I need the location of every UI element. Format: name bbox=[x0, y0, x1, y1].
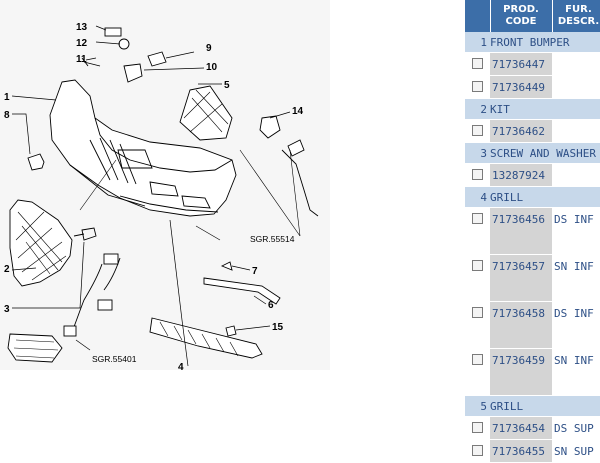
part-descr bbox=[552, 119, 600, 143]
callout-9: 9 bbox=[206, 43, 212, 54]
table-row[interactable]: 71736458 DS INF bbox=[465, 301, 600, 349]
group-row: 2 KIT bbox=[465, 98, 600, 120]
callout-15: 15 bbox=[272, 322, 284, 333]
part-code: 71736458 bbox=[490, 301, 552, 349]
select-checkbox[interactable] bbox=[472, 213, 483, 224]
table-row[interactable]: 71736455 SN SUP bbox=[465, 439, 600, 463]
callout-14: 14 bbox=[292, 106, 304, 117]
group-name: GRILL bbox=[490, 395, 600, 417]
group-number: 1 bbox=[465, 32, 490, 53]
select-checkbox[interactable] bbox=[472, 58, 483, 69]
parts-table: PROD.CODE FUR.DESCR. 1 FRONT BUMPER 7173… bbox=[465, 0, 600, 463]
callout-1: 1 bbox=[4, 92, 10, 103]
diagram-ref-2: SGR.55401 bbox=[92, 354, 137, 364]
header-prod-code[interactable]: PROD.CODE bbox=[490, 0, 553, 32]
select-checkbox[interactable] bbox=[472, 125, 483, 136]
group-name: FRONT BUMPER bbox=[490, 32, 600, 53]
header-number bbox=[465, 0, 491, 32]
group-number: 2 bbox=[465, 98, 490, 120]
table-row[interactable]: 71736449 bbox=[465, 75, 600, 99]
select-checkbox[interactable] bbox=[472, 422, 483, 433]
part-code: 71736455 bbox=[490, 439, 552, 463]
part-descr bbox=[552, 52, 600, 76]
select-checkbox[interactable] bbox=[472, 307, 483, 318]
part-descr bbox=[552, 75, 600, 99]
table-header-row: PROD.CODE FUR.DESCR. bbox=[465, 0, 600, 32]
callout-8: 8 bbox=[4, 110, 10, 121]
group-row: 3 SCREW AND WASHER bbox=[465, 142, 600, 164]
part-code: 13287924 bbox=[490, 163, 552, 187]
table-row[interactable]: 71736459 SN INF bbox=[465, 348, 600, 396]
select-checkbox[interactable] bbox=[472, 445, 483, 456]
part-descr: SN SUP bbox=[552, 439, 600, 463]
group-row: 1 FRONT BUMPER bbox=[465, 32, 600, 53]
diagram-ref-1: SGR.55514 bbox=[250, 234, 295, 244]
select-checkbox[interactable] bbox=[472, 169, 483, 180]
table-row[interactable]: 71736462 bbox=[465, 119, 600, 143]
part-code: 71736459 bbox=[490, 348, 552, 396]
part-code: 71736449 bbox=[490, 75, 552, 99]
group-name: KIT bbox=[490, 98, 600, 120]
table-row[interactable]: 71736456 DS INF bbox=[465, 207, 600, 255]
part-code: 71736447 bbox=[490, 52, 552, 76]
group-number: 3 bbox=[465, 142, 490, 164]
parts-diagram: 1 2 3 4 5 6 7 8 9 10 11 12 13 14 15 SGR.… bbox=[0, 0, 330, 370]
part-descr: DS SUP bbox=[552, 416, 600, 440]
group-row: 5 GRILL bbox=[465, 395, 600, 417]
callout-2: 2 bbox=[4, 264, 10, 275]
callout-11: 11 bbox=[76, 54, 87, 65]
callout-13: 13 bbox=[76, 22, 88, 33]
select-checkbox[interactable] bbox=[472, 354, 483, 365]
part-descr: SN INF bbox=[552, 254, 600, 302]
callout-5: 5 bbox=[224, 80, 230, 91]
group-row: 4 GRILL bbox=[465, 186, 600, 208]
part-code: 71736457 bbox=[490, 254, 552, 302]
group-number: 4 bbox=[465, 186, 490, 208]
callout-7: 7 bbox=[252, 266, 258, 277]
callout-12: 12 bbox=[76, 38, 88, 49]
table-row[interactable]: 71736457 SN INF bbox=[465, 254, 600, 302]
callout-6: 6 bbox=[268, 300, 274, 311]
header-fur-descr[interactable]: FUR.DESCR. bbox=[552, 0, 600, 32]
group-name: GRILL bbox=[490, 186, 600, 208]
part-descr bbox=[552, 163, 600, 187]
select-checkbox[interactable] bbox=[472, 81, 483, 92]
select-checkbox[interactable] bbox=[472, 260, 483, 271]
part-descr: DS INF bbox=[552, 301, 600, 349]
callout-4: 4 bbox=[178, 362, 184, 370]
group-name: SCREW AND WASHER bbox=[490, 142, 600, 164]
part-code: 71736454 bbox=[490, 416, 552, 440]
table-row[interactable]: 71736454 DS SUP bbox=[465, 416, 600, 440]
callout-10: 10 bbox=[206, 62, 218, 73]
part-code: 71736456 bbox=[490, 207, 552, 255]
group-number: 5 bbox=[465, 395, 490, 417]
table-row[interactable]: 13287924 bbox=[465, 163, 600, 187]
callout-3: 3 bbox=[4, 304, 10, 315]
part-code: 71736462 bbox=[490, 119, 552, 143]
part-descr: DS INF bbox=[552, 207, 600, 255]
part-descr: SN INF bbox=[552, 348, 600, 396]
table-row[interactable]: 71736447 bbox=[465, 52, 600, 76]
